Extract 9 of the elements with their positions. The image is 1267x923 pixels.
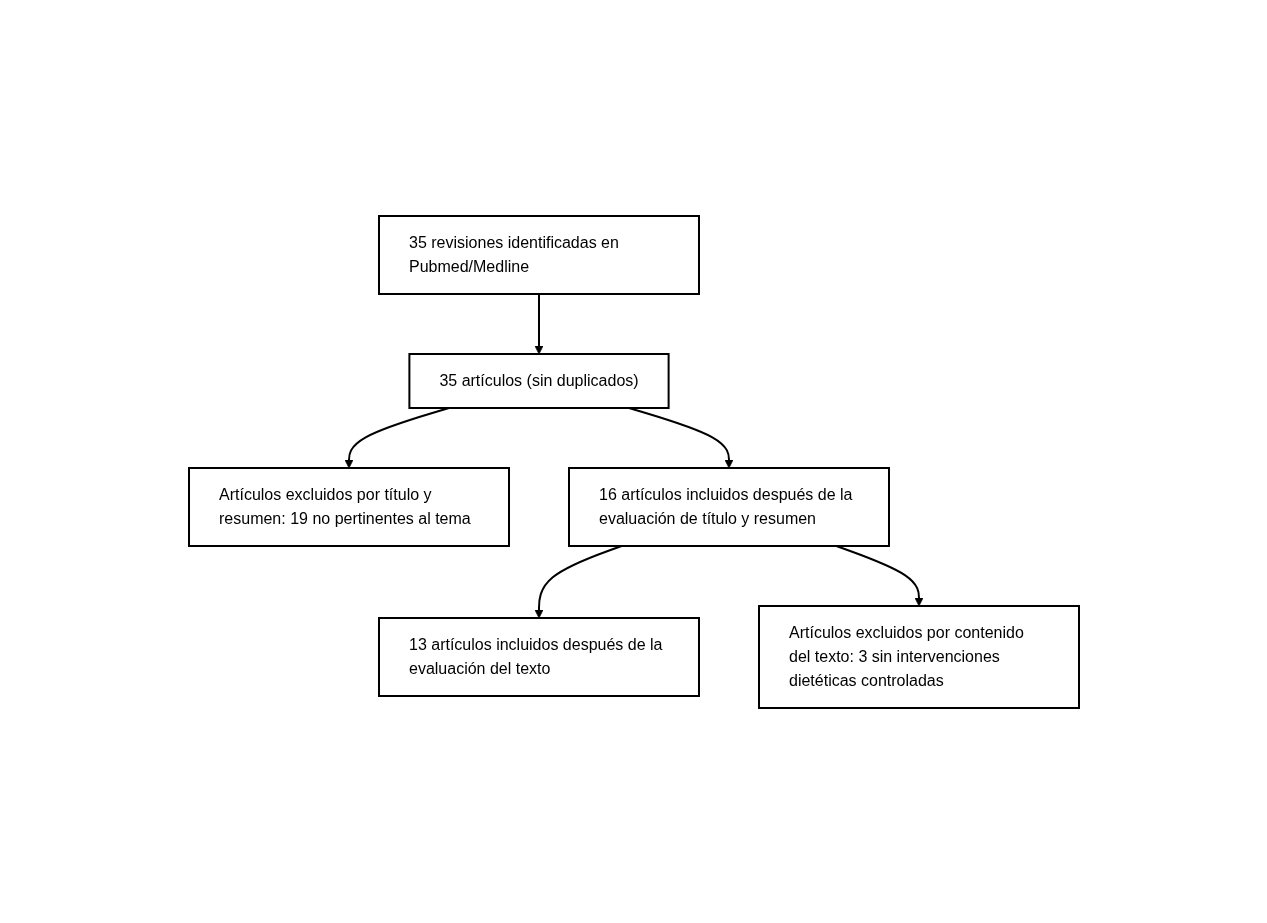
node-box: Artículos excluidos por título y resumen: 19 no pertinentes al tema [187, 466, 510, 547]
node-box: 13 artículos incluidos después de la evaluación del texto [377, 616, 700, 697]
arrow [534, 544, 623, 618]
node-box: 35 revisiones identificadas en Pubmed/Medline [377, 214, 700, 295]
arrow [344, 406, 450, 468]
arrow [534, 292, 543, 354]
node-box: Artículos excluidos por contenido del texto: 3 sin intervenciones dietéticas controladas [757, 604, 1080, 709]
node-box: 35 artículos (sin duplicados) [407, 352, 670, 409]
node-box: 16 artículos incluidos después de la evaluación de título y resumen [567, 466, 890, 547]
